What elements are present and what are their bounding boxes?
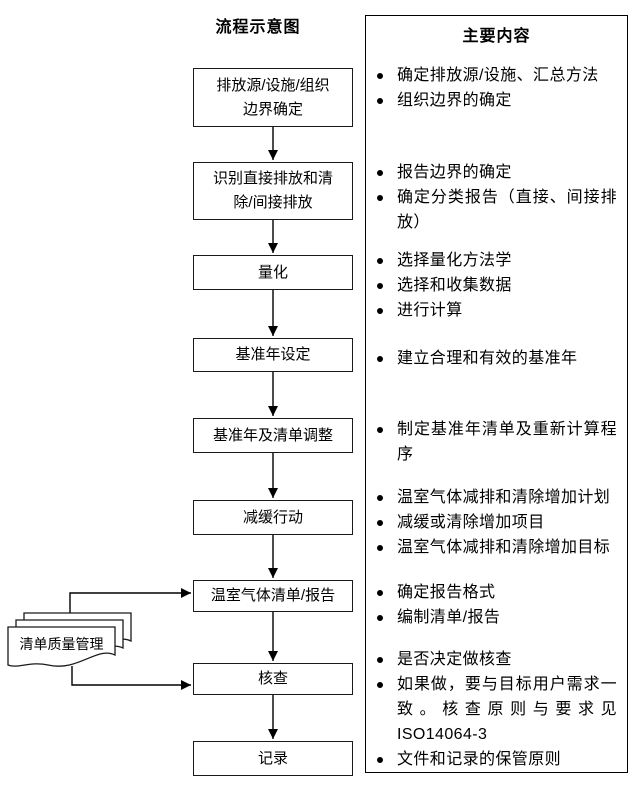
bullet-icon xyxy=(377,356,383,362)
flow-box-base-year: 基准年设定 xyxy=(193,338,353,372)
list-item: 选择量化方法学 xyxy=(366,248,627,273)
bullet-text: 选择量化方法学 xyxy=(397,252,512,269)
multi-document-shape xyxy=(7,612,132,667)
flow-box-emission-sources: 排放源/设施/组织 边界确定 xyxy=(193,68,353,127)
bullet-text: 文件和记录的保管原则 xyxy=(397,751,562,768)
content-group-base-year: 建立合理和有效的基准年 xyxy=(366,346,627,371)
bullet-icon xyxy=(377,590,383,596)
bullet-icon xyxy=(377,545,383,551)
bullet-text: 是否决定做核查 xyxy=(397,651,512,668)
list-item: 确定排放源/设施、汇总方法 xyxy=(366,63,627,88)
main-content-panel: 主要内容 确定排放源/设施、汇总方法 组织边界的确定 报告边界的确定 确定分类报… xyxy=(365,15,628,773)
flow-box-verification: 核查 xyxy=(193,663,353,695)
bullet-icon xyxy=(377,427,383,433)
content-group-quantification: 选择量化方法学 选择和收集数据 进行计算 xyxy=(366,248,627,323)
bullet-icon xyxy=(377,520,383,526)
bullet-icon xyxy=(377,495,383,501)
list-item: 建立合理和有效的基准年 xyxy=(366,346,627,371)
document-stack-label: 清单质量管理 xyxy=(19,636,104,652)
content-group-boundaries: 确定排放源/设施、汇总方法 组织边界的确定 xyxy=(366,63,627,113)
content-group-recalculation: 制定基准年清单及重新计算程序 xyxy=(366,417,627,467)
bullet-icon xyxy=(377,308,383,314)
list-item: 如果做，要与目标用户需求一致。核查原则与要求见ISO14064-3 xyxy=(366,672,627,747)
bullet-text: 温室气体减排和清除增加计划 xyxy=(397,489,611,506)
list-item: 选择和收集数据 xyxy=(366,273,627,298)
bullet-icon xyxy=(377,195,383,201)
bullet-icon xyxy=(377,73,383,79)
bullet-text: 减缓或清除增加项目 xyxy=(397,514,545,531)
bullet-text: 温室气体减排和清除增加目标 xyxy=(397,539,611,556)
content-group-mitigation: 温室气体减排和清除增加计划 减缓或清除增加项目 温室气体减排和清除增加目标 xyxy=(366,485,627,560)
bullet-text: 确定报告格式 xyxy=(397,584,496,601)
bullet-text: 组织边界的确定 xyxy=(397,92,512,109)
list-item: 温室气体减排和清除增加目标 xyxy=(366,535,627,560)
flow-column-title: 流程示意图 xyxy=(215,19,301,36)
list-item: 报告边界的确定 xyxy=(366,160,627,185)
bullet-icon xyxy=(377,98,383,104)
bullet-icon xyxy=(377,657,383,663)
list-item: 组织边界的确定 xyxy=(366,88,627,113)
document-page-front xyxy=(7,626,116,667)
content-group-reporting-boundary: 报告边界的确定 确定分类报告（直接、间接排放） xyxy=(366,160,627,235)
bullet-text: 编制清单/报告 xyxy=(397,609,501,626)
list-item: 确定报告格式 xyxy=(366,580,627,605)
flow-box-identify-emissions: 识别直接排放和清 除/间接排放 xyxy=(193,162,353,220)
bullet-icon xyxy=(377,258,383,264)
flow-box-ghg-report: 温室气体清单/报告 xyxy=(193,580,353,612)
list-item: 文件和记录的保管原则 xyxy=(366,747,627,772)
bullet-text: 制定基准年清单及重新计算程序 xyxy=(397,421,617,463)
list-item: 减缓或清除增加项目 xyxy=(366,510,627,535)
arrow-doc-to-verification xyxy=(71,666,191,690)
list-item: 是否决定做核查 xyxy=(366,647,627,672)
list-item: 编制清单/报告 xyxy=(366,605,627,630)
bullet-text: 进行计算 xyxy=(397,302,463,319)
bullet-text: 报告边界的确定 xyxy=(397,164,512,181)
bullet-icon xyxy=(377,682,383,688)
bullet-icon xyxy=(377,283,383,289)
flow-box-quantification: 量化 xyxy=(193,255,353,290)
bullet-text: 如果做，要与目标用户需求一致。核查原则与要求见ISO14064-3 xyxy=(397,676,617,743)
panel-title: 主要内容 xyxy=(462,28,531,45)
list-item: 进行计算 xyxy=(366,298,627,323)
list-item: 制定基准年清单及重新计算程序 xyxy=(366,417,627,467)
bullet-icon xyxy=(377,170,383,176)
content-group-verification: 是否决定做核查 如果做，要与目标用户需求一致。核查原则与要求见ISO14064-… xyxy=(366,647,627,772)
flow-box-base-year-adjust: 基准年及清单调整 xyxy=(193,418,353,453)
bullet-text: 建立合理和有效的基准年 xyxy=(397,350,578,367)
list-item: 确定分类报告（直接、间接排放） xyxy=(366,185,627,235)
bullet-text: 确定分类报告（直接、间接排放） xyxy=(397,189,617,231)
bullet-icon xyxy=(377,615,383,621)
arrow-doc-to-report xyxy=(69,588,191,613)
bullet-text: 选择和收集数据 xyxy=(397,277,512,294)
bullet-text: 确定排放源/设施、汇总方法 xyxy=(397,67,599,84)
list-item: 温室气体减排和清除增加计划 xyxy=(366,485,627,510)
flow-box-mitigation: 减缓行动 xyxy=(193,500,353,535)
flow-box-records: 记录 xyxy=(193,741,353,776)
bullet-icon xyxy=(377,757,383,763)
content-group-report-format: 确定报告格式 编制清单/报告 xyxy=(366,580,627,630)
